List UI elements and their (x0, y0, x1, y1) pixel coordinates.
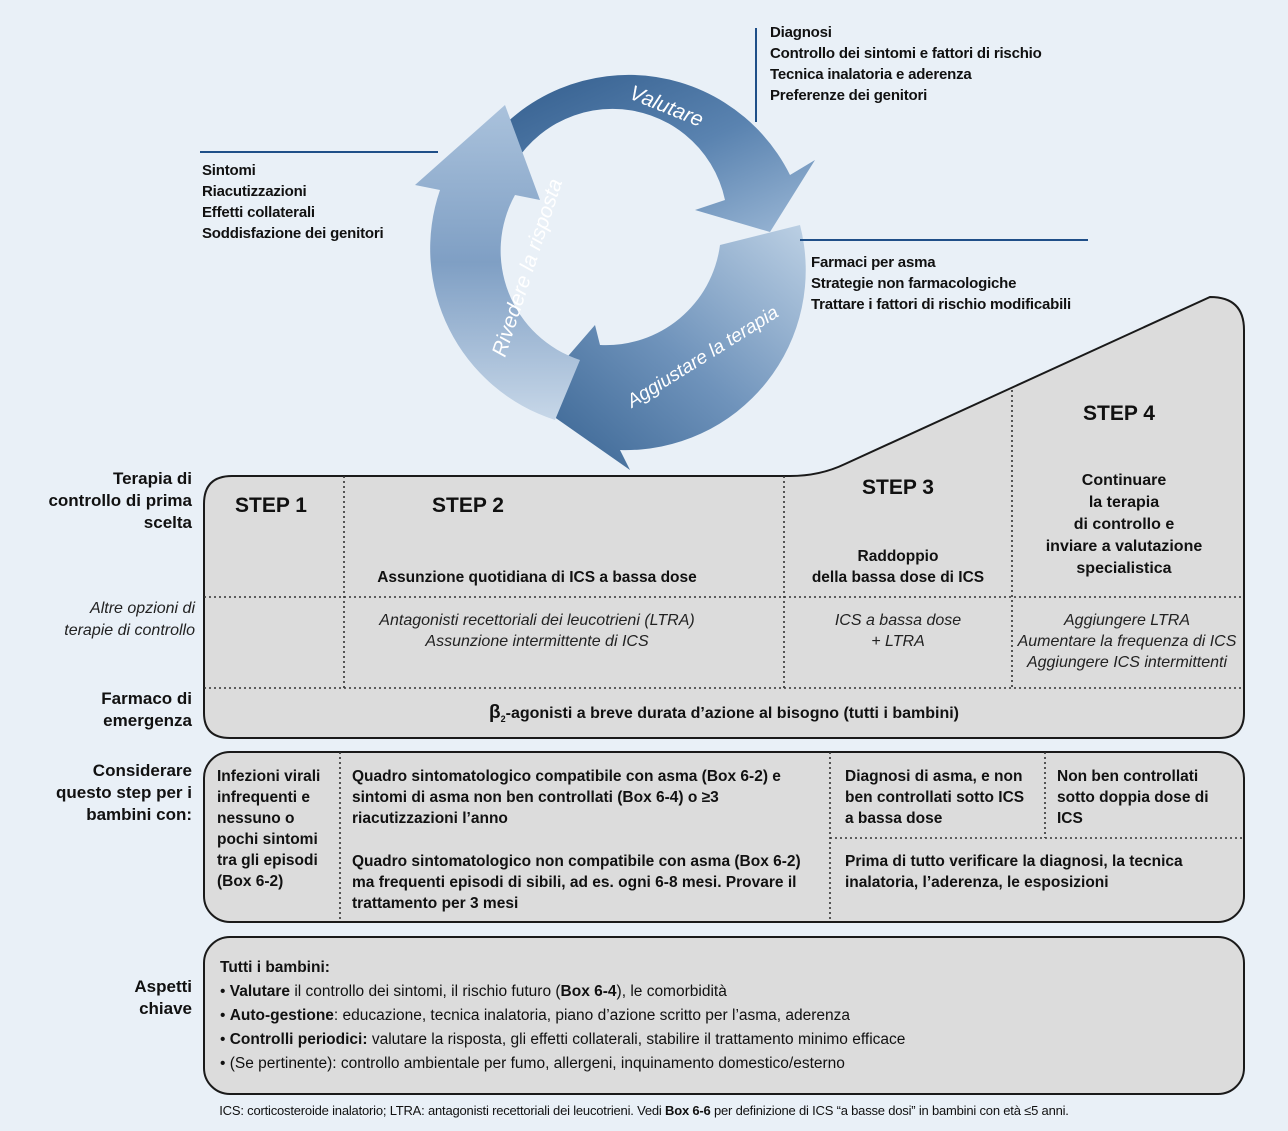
step3-other-line: + LTRA (871, 633, 925, 650)
adjust-item: Farmaci per asma (811, 254, 936, 271)
row-label-controller: Terapia di controllo di prima scelta (48, 469, 192, 532)
step3-other-line: ICS a bassa dose (834, 612, 962, 629)
consider-step2a: Quadro sintomatologico compatibile con a… (352, 766, 822, 829)
key-item-ref: Box 6-4 (560, 983, 617, 1000)
step3-preferred-line: Raddoppio (857, 548, 939, 565)
step4-title: STEP 4 (1083, 402, 1155, 425)
review-item: Effetti collaterali (202, 204, 315, 221)
step4-other-line: Aumentare la frequenza di ICS (1017, 633, 1237, 650)
key-heading: Tutti i bambini: (220, 959, 330, 976)
step4-other: Aggiungere LTRA Aumentare la frequenza d… (1012, 610, 1242, 673)
reliever-description: -agonisti a breve durata d’azione al bis… (505, 705, 959, 722)
step3-other: ICS a bassa dose + LTRA (784, 610, 1012, 652)
step4-preferred-line: di controllo e (1073, 516, 1175, 533)
step4-preferred-line: Continuare (1081, 472, 1167, 489)
step2-other: Antagonisti recettoriali dei leucotrieni… (344, 610, 730, 652)
c2b-r1: Box 6-2 (739, 853, 796, 870)
review-item: Riacutizzazioni (202, 183, 307, 200)
consider-step2b: Quadro sintomatologico non compatibile c… (352, 851, 822, 914)
step2-other-line: Antagonisti recettoriali dei leucotrieni… (379, 612, 695, 629)
key-item-text: valutare la risposta, gli effetti collat… (367, 1031, 906, 1048)
step2-other-line: Assunzione intermittente di ICS (425, 633, 649, 650)
key-item: • Valutare il controllo dei sintomi, il … (220, 983, 727, 1000)
footnote: ICS: corticosteroide inalatorio; LTRA: a… (0, 1103, 1288, 1118)
step2-title: STEP 2 (432, 494, 504, 517)
c2a-t3: ) o ≥3 riacutizzazioni l’anno (352, 789, 719, 827)
step-table-outline (203, 295, 1245, 739)
assess-item: Controllo dei sintomi e fattori di risch… (770, 45, 1042, 62)
consider-box (203, 751, 1245, 923)
assess-items: Diagnosi Controllo dei sintomi e fattori… (770, 22, 1042, 106)
key-item: • Auto-gestione: educazione, tecnica ina… (220, 1007, 851, 1024)
c2b-t2: ) ma frequenti episodi di sibili, ad es.… (352, 853, 801, 912)
adjust-arrow (530, 225, 806, 470)
key-item-bold: Controlli periodici: (229, 1031, 368, 1048)
key-content: Tutti i bambini: • Valutare il controllo… (220, 956, 1235, 1076)
step4-preferred-line: specialistica (1076, 560, 1172, 577)
review-items: Sintomi Riacutizzazioni Effetti collater… (202, 160, 384, 244)
key-item-text: (Se pertinente): controllo ambientale pe… (229, 1055, 845, 1072)
key-box (203, 936, 1245, 1095)
adjust-items: Farmaci per asma Strategie non farmacolo… (811, 252, 1071, 315)
consider-step1: Infezioni virali infrequenti e nessuno o… (217, 768, 321, 890)
beta-subscript: 2 (500, 714, 506, 725)
key-item-bold: Valutare (229, 983, 291, 1000)
step3-preferred: Raddoppio della bassa dose di ICS (784, 546, 1012, 588)
footnote-ref: Box 6-6 (665, 1103, 711, 1118)
assess-item: Preferenze dei genitori (770, 87, 928, 104)
step2-preferred: Assunzione quotidiana di ICS a bassa dos… (377, 569, 697, 586)
key-item-text: il controllo dei sintomi, il rischio fut… (290, 983, 561, 1000)
review-item: Soddisfazione dei genitori (202, 225, 384, 242)
step4-preferred-line: la terapia (1088, 494, 1160, 511)
assess-item: Tecnica inalatoria e aderenza (770, 66, 972, 83)
consider-step1-ref: Box 6-2 (222, 873, 279, 890)
key-item-bold: Auto-gestione (229, 1007, 334, 1024)
c2a-r1: Box 6-2 (706, 768, 763, 785)
consider-step3: Diagnosi di asma, e non ben controllati … (845, 768, 1025, 827)
footnote-text: ICS: corticosteroide inalatorio; LTRA: a… (219, 1103, 666, 1118)
reliever-text: β2-agonisti a breve durata d’azione al b… (204, 702, 1244, 730)
row-label-key: Aspetti chiave (134, 977, 192, 1018)
c2a-r2: Box 6-4 (622, 789, 679, 806)
c2a-t1: Quadro sintomatologico compatibile con a… (352, 768, 707, 785)
step1-title: STEP 1 (235, 494, 307, 517)
row-label-consider: Considerare questo step per i bambini co… (55, 761, 192, 824)
management-cycle: Valutare Aggiustare la terapia Rivedere … (200, 28, 1088, 470)
step4-preferred-line: inviare a valutazione (1045, 538, 1203, 555)
step4-preferred: Continuare la terapia di controllo e inv… (1012, 470, 1236, 580)
assess-arrow (470, 74, 815, 232)
adjust-item: Trattare i fattori di rischio modificabi… (811, 296, 1071, 313)
step3-preferred-line: della bassa dose di ICS (811, 569, 985, 586)
beta-symbol: β (489, 702, 501, 723)
row-label-reliever: Farmaco di emergenza (101, 689, 192, 730)
key-item: • (Se pertinente): controllo ambientale … (220, 1055, 845, 1072)
step4-other-line: Aggiungere LTRA (1064, 612, 1190, 629)
review-item: Sintomi (202, 162, 256, 179)
c2b-t1: Quadro sintomatologico non compatibile c… (352, 853, 740, 870)
consider-step4: Non ben controllati sotto doppia dose di… (1057, 768, 1209, 827)
step3-title: STEP 3 (862, 476, 934, 499)
key-item: • Controlli periodici: valutare la rispo… (220, 1031, 906, 1048)
review-arrow (415, 105, 580, 420)
c2a-t2: ) e sintomi di asma non ben controllati … (352, 768, 781, 806)
assess-item: Diagnosi (770, 24, 832, 41)
adjust-item: Strategie non farmacologiche (811, 275, 1017, 292)
row-label-other: Altre opzioni di terapie di controllo (64, 600, 195, 639)
consider-step34: Prima di tutto verificare la diagnosi, l… (845, 853, 1183, 891)
key-item-text: : educazione, tecnica inalatoria, piano … (333, 1007, 851, 1024)
footnote-text2: per definizione di ICS “a basse dosi” in… (710, 1103, 1069, 1118)
step4-other-line: Aggiungere ICS intermittenti (1026, 654, 1228, 671)
key-item-text2: ), le comorbidità (616, 983, 727, 1000)
consider-step1-text: Infezioni virali infrequenti e nessuno o… (217, 768, 321, 869)
